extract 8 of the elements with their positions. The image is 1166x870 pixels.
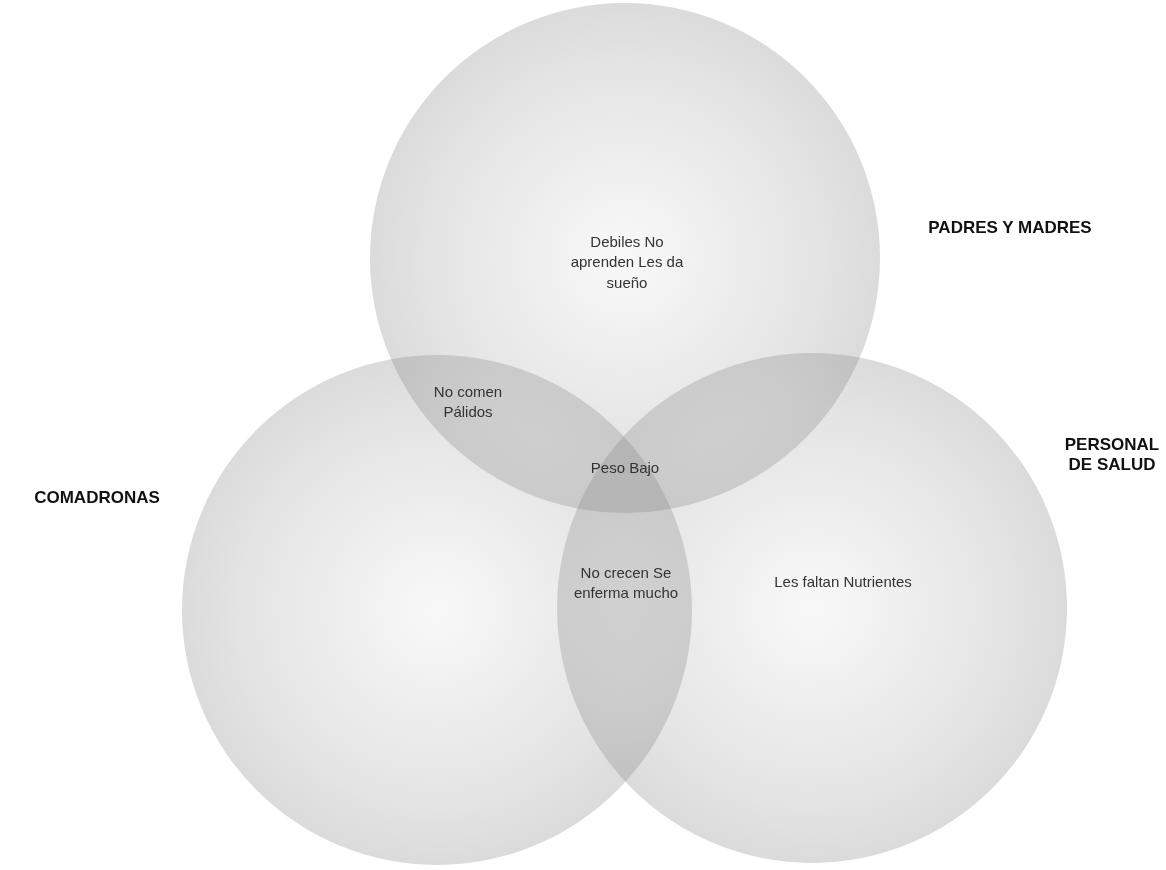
set-label: PADRES Y MADRES — [927, 218, 1093, 238]
region-text: Peso Bajo — [589, 457, 661, 478]
set-label: COMADRONAS — [33, 488, 161, 508]
region-text: No crecen Se enferma mucho — [572, 562, 680, 603]
region-text: Debiles No aprenden Les da sueño — [569, 231, 685, 293]
region-text: Les faltan Nutrientes — [773, 571, 913, 592]
set-label: PERSONAL DE SALUD — [1063, 435, 1161, 475]
region-text: No comen Pálidos — [432, 381, 504, 422]
